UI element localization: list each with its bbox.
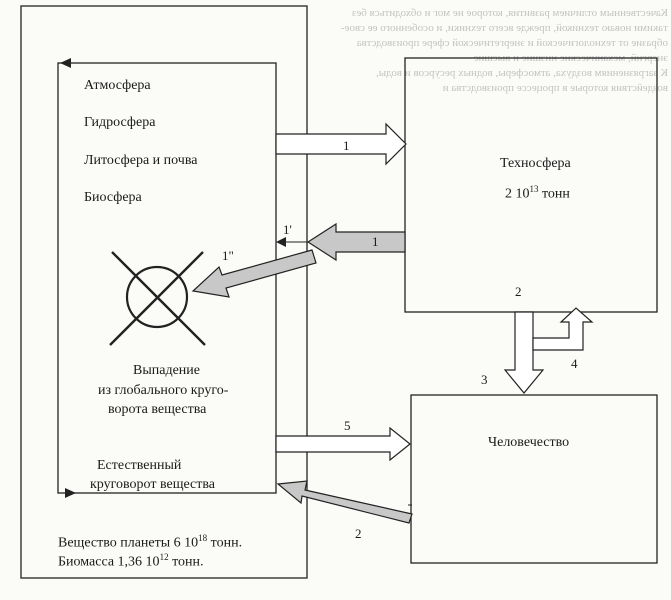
flow-arrow-2-down	[503, 311, 545, 394]
label-tech-mass: 2 1013 тонн	[505, 184, 570, 202]
flow-label-4: 4	[571, 356, 578, 371]
flow-arrow-1-prime-head	[276, 237, 286, 247]
humanity-box	[410, 394, 658, 564]
flow-label-1-return: 1	[372, 234, 379, 249]
flow-arrow-4	[532, 307, 594, 351]
label-hydrosphere: Гидросфера	[84, 115, 156, 130]
flow-label-1: 1	[343, 138, 350, 153]
flow-arrow-1-return	[306, 222, 406, 262]
loss-cross-line-a	[111, 251, 206, 346]
flow-label-5: 5	[344, 418, 351, 433]
label-technosphere: Техносфера	[500, 156, 571, 171]
label-planet-mass: Вещество планеты 6 1018 тонн.	[58, 533, 243, 551]
flow-arrow-1-dprime	[191, 249, 317, 298]
flow-label-2-back: 2	[355, 526, 362, 541]
label-lithosphere: Литосфера и почва	[84, 153, 198, 168]
flow-label-1-dprime: 1"	[222, 248, 234, 263]
label-loss-3: ворота вещества	[108, 402, 207, 417]
flow-arrow-2-back	[276, 480, 413, 524]
label-natural-cycle-2: круговорот вещества	[90, 477, 216, 492]
cycle-arrow-bottom	[65, 488, 76, 498]
planet-box	[20, 5, 308, 579]
cycle-arrow-top	[60, 58, 71, 68]
flow-label-1-prime: 1'	[283, 222, 292, 237]
flow-arrow-5	[275, 426, 411, 462]
flow-arrow-1	[275, 122, 407, 166]
label-natural-cycle-1: Естественный	[97, 458, 182, 473]
label-atmosphere: Атмосфера	[84, 78, 151, 93]
loss-crossed-circle	[125, 265, 189, 329]
label-humanity: Человечество	[488, 435, 570, 450]
natural-cycle-box	[57, 62, 277, 494]
label-biosphere: Биосфера	[84, 190, 142, 205]
label-loss-1: Выпадение	[133, 363, 200, 378]
loss-cross-line-b	[109, 251, 204, 346]
label-biomass: Биомасса 1,36 1012 тонн.	[58, 552, 204, 570]
flow-label-3: 3	[481, 372, 488, 387]
flow-label-2-down: 2	[515, 284, 522, 299]
label-loss-2: из глобального круго-	[98, 383, 229, 398]
